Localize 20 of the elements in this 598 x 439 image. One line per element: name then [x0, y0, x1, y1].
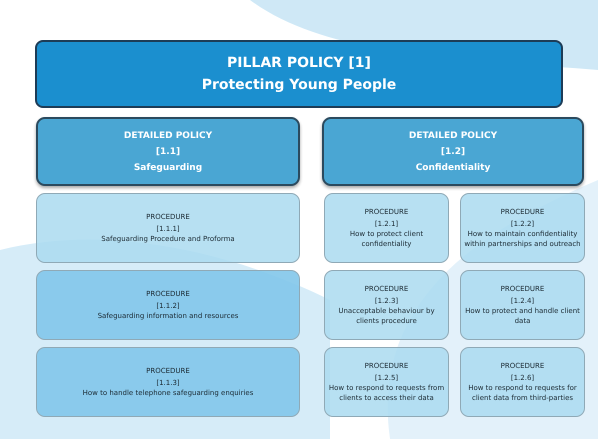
procedure-box — [36, 270, 300, 340]
procedure-box — [324, 270, 449, 340]
box-description: Confidentiality — [416, 162, 490, 174]
procedure-box — [36, 193, 300, 263]
pillar-policy-box — [35, 40, 563, 108]
box-heading: PILLAR POLICY [1] — [227, 54, 371, 73]
detailed-policy-box — [322, 117, 584, 186]
procedure-box — [324, 347, 449, 417]
procedure-box — [324, 193, 449, 263]
box-number: [1.2] — [440, 146, 466, 158]
procedure-box — [460, 347, 585, 417]
procedure-box — [460, 193, 585, 263]
procedure-box — [460, 270, 585, 340]
box-heading: DETAILED POLICY — [408, 130, 498, 142]
box-description: Safeguarding — [134, 162, 202, 174]
box-number: [1.1] — [156, 146, 180, 158]
procedure-box — [36, 347, 300, 417]
detailed-policy-box — [36, 117, 300, 186]
box-subtitle: Protecting Young People — [202, 76, 396, 95]
box-heading: DETAILED POLICY — [124, 130, 212, 142]
